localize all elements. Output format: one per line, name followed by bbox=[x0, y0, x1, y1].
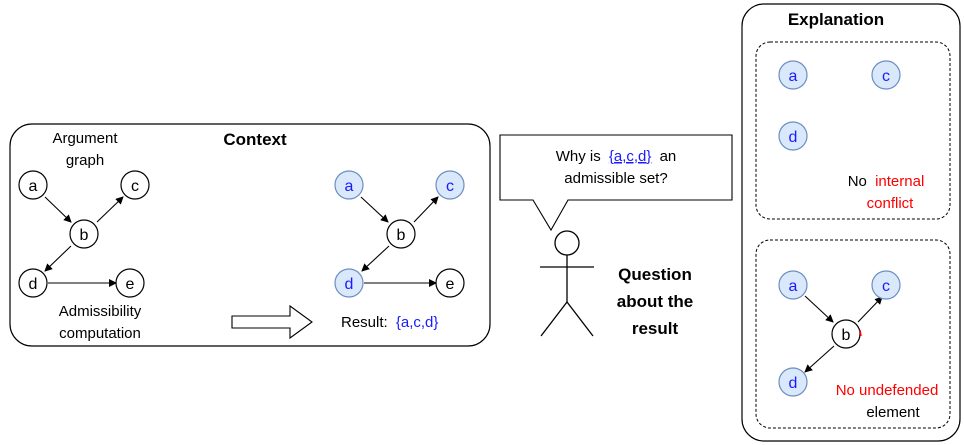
transform-arrow-icon bbox=[231, 304, 313, 340]
graph-label-line1: Argument bbox=[52, 130, 118, 147]
panel2-node-c: c bbox=[871, 270, 901, 300]
node-d: d bbox=[18, 268, 48, 298]
svg-text:c: c bbox=[882, 278, 890, 295]
panel2-text-line2: element bbox=[866, 404, 920, 421]
edge-b-d bbox=[44, 245, 72, 272]
node-b-result: b bbox=[386, 219, 416, 249]
question-caption-line3: result bbox=[632, 319, 679, 338]
node-c-result: c bbox=[435, 170, 465, 200]
svg-text:b: b bbox=[397, 227, 406, 244]
explanation-panel-defense bbox=[755, 239, 951, 429]
context-title: Context bbox=[223, 130, 287, 149]
edge-b-c-result bbox=[413, 196, 439, 223]
computation-line1: Admissibility bbox=[59, 303, 142, 320]
svg-text:e: e bbox=[446, 276, 455, 293]
explanation-panel-conflict bbox=[755, 41, 951, 220]
panel2-text-line1: No undefended bbox=[836, 382, 939, 399]
svg-text:d: d bbox=[789, 375, 798, 392]
bubble-line1: Why is {a,c,d} an bbox=[556, 148, 677, 165]
panel2-node-b: b bbox=[831, 319, 861, 349]
edge-b-c bbox=[96, 196, 124, 223]
panel2-edge-b-c bbox=[857, 296, 883, 323]
edge-a-b-result bbox=[360, 196, 389, 223]
node-d-result: d bbox=[334, 268, 364, 298]
question-caption-line1: Question bbox=[618, 265, 692, 284]
question-bubble bbox=[499, 134, 733, 232]
panel2-edge-b-d bbox=[804, 345, 835, 373]
computation-line2: computation bbox=[59, 325, 141, 342]
panel2-node-a: a bbox=[778, 270, 808, 300]
panel1-text-line1: No internal bbox=[848, 173, 925, 190]
node-a-result: a bbox=[334, 170, 364, 200]
node-c: c bbox=[120, 170, 150, 200]
panel1-node-a: a bbox=[778, 60, 808, 90]
result-label: Result: {a,c,d} bbox=[341, 314, 438, 331]
edge-b-d-result bbox=[361, 245, 390, 272]
graph-label-line2: graph bbox=[66, 152, 104, 169]
edge-a-b bbox=[44, 196, 72, 223]
svg-text:b: b bbox=[80, 227, 89, 244]
question-caption-line2: about the bbox=[617, 292, 694, 311]
panel1-node-c: c bbox=[871, 60, 901, 90]
svg-text:e: e bbox=[126, 276, 135, 293]
svg-text:c: c bbox=[131, 178, 139, 195]
panel1-text-line2: conflict bbox=[867, 195, 915, 212]
node-e-result: e bbox=[435, 268, 465, 298]
explanation-title: Explanation bbox=[788, 10, 884, 29]
user-figure-icon bbox=[540, 230, 594, 337]
node-e: e bbox=[115, 268, 145, 298]
svg-text:d: d bbox=[29, 276, 38, 293]
node-b: b bbox=[69, 219, 99, 249]
panel2-red-mark bbox=[859, 329, 862, 337]
svg-text:c: c bbox=[882, 68, 890, 85]
bubble-line2: admissible set? bbox=[564, 170, 667, 187]
svg-text:c: c bbox=[446, 178, 454, 195]
svg-text:a: a bbox=[29, 178, 38, 195]
svg-text:b: b bbox=[842, 327, 851, 344]
explanation-box bbox=[741, 3, 961, 442]
svg-text:a: a bbox=[789, 68, 798, 85]
panel2-node-d: d bbox=[778, 367, 808, 397]
svg-text:d: d bbox=[345, 276, 354, 293]
node-a: a bbox=[18, 170, 48, 200]
panel2-edge-a-b bbox=[804, 295, 834, 323]
svg-text:a: a bbox=[789, 278, 798, 295]
svg-text:d: d bbox=[789, 129, 798, 146]
panel1-node-d: d bbox=[778, 121, 808, 151]
svg-text:a: a bbox=[345, 178, 354, 195]
